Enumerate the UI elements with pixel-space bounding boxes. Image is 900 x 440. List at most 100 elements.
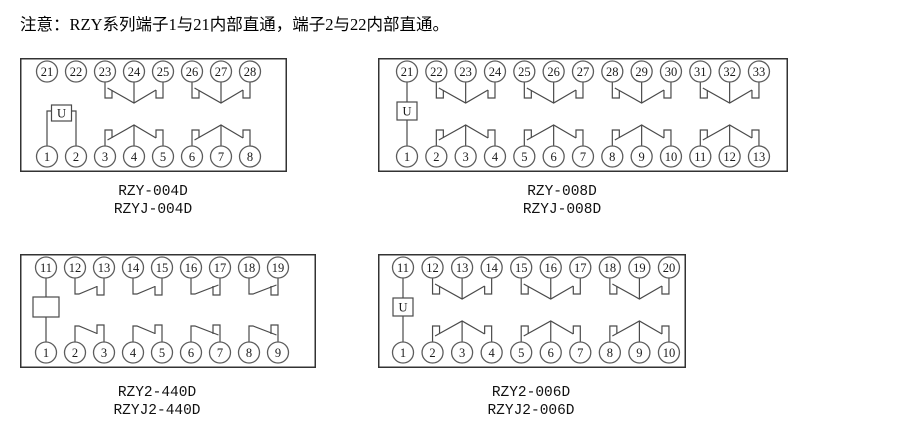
terminal-26: 26 [180,60,204,83]
contact-changeover-8-9-10-fixed-right [663,129,672,146]
terminal-number: 6 [189,150,195,164]
contact-changeover-23-24-25-fixed-right [155,82,164,99]
terminal-circle [539,341,562,364]
model-line: RZY2-440D [117,385,197,401]
contact-changeover-2-3-4-fixed-right [484,325,493,342]
terminal-circle [209,60,233,83]
terminal-number: 7 [218,150,224,164]
terminal-14: 14 [121,256,145,279]
contact-changeover-5-6-7-fixed-right [572,325,581,342]
terminal-3: 3 [450,341,474,364]
terminal-24: 24 [483,60,507,83]
contact-changeover-26-27-28-mover [194,87,244,104]
terminal-circle [34,341,58,364]
terminal-15: 15 [510,256,533,279]
terminal-number: 11 [40,261,52,275]
terminal-circle [93,60,117,83]
terminal-circle [571,60,595,83]
panel-border [378,58,788,172]
terminal-number: 1 [43,346,49,360]
terminal-29: 29 [630,60,653,83]
terminal-9: 9 [630,145,653,168]
contact-changeover-28-29-30-fixed-right [663,82,672,99]
model-line: RZY-004D [118,184,188,200]
terminal-number: 7 [580,150,586,164]
contact-nc-16-17-mover [190,278,219,295]
terminal-11: 11 [34,256,58,279]
terminal-8: 8 [598,341,622,364]
terminal-number: 3 [102,150,108,164]
terminal-circle [513,145,536,168]
contact-changeover-8-9-10-fixed-right [661,325,670,342]
terminal-number: 17 [214,261,227,275]
terminal-circle [539,256,562,279]
terminal-number: 8 [607,346,613,360]
contact-changeover-11-12-13-fixed-right [751,129,760,146]
terminal-number: 28 [606,65,619,79]
terminal-number: 5 [518,346,524,360]
terminal-circle [122,145,146,168]
terminal-circle [92,341,116,364]
contact-no-4-5-fixed [154,324,163,342]
terminal-8: 8 [237,341,261,364]
terminal-number: 3 [101,346,107,360]
terminal-22: 22 [425,60,448,83]
contact-no-14-15-fixed [154,278,163,296]
coil-label: U [402,105,411,119]
contact-changeover-31-32-33-fixed-right [751,82,760,99]
terminal-27: 27 [571,60,595,83]
contact-changeover-15-16-17-mover [523,283,574,300]
model-line: RZYJ-004D [113,202,193,218]
terminal-number: 24 [489,65,502,79]
terminal-number: 27 [215,65,228,79]
terminal-circle [454,60,477,83]
contact-no-14-15-mover [132,278,156,295]
contact-changeover-11-12-13-mover [702,124,753,141]
terminal-5: 5 [513,145,536,168]
contact-no-2-3-mover [74,325,98,342]
terminal-number: 4 [492,150,499,164]
contact-nc-8-9-mover [248,325,277,342]
terminal-3: 3 [92,341,116,364]
terminal-27: 27 [209,60,233,83]
terminal-1: 1 [35,145,59,168]
contact-no-4-5-mover [132,325,156,342]
contact-changeover-31-32-33-mover [702,87,753,104]
terminal-18: 18 [598,256,622,279]
contact-changeover-12-13-14-fixed-right [484,278,493,295]
coil-box [50,104,73,122]
terminal-21: 21 [395,60,419,83]
terminal-circle [63,341,87,364]
contact-changeover-5-6-7-fixed-left [520,325,529,342]
model-label-rzy-008d: RZY-008D RZYJ-008D [492,183,632,219]
terminal-circle [237,341,261,364]
coil-box [396,101,418,121]
terminal-6: 6 [179,341,203,364]
contact-changeover-22-23-24-fixed-left [435,82,444,99]
terminal-circle [659,60,683,83]
terminal-circle [151,145,175,168]
terminal-number: 2 [429,346,435,360]
terminal-circle [569,256,592,279]
terminal-11: 11 [689,145,712,168]
panel-border [378,254,686,368]
contact-changeover-2-3-4-fixed-left [431,325,441,342]
panel-border [20,254,316,368]
contact-changeover-25-26-27-fixed-right [575,82,584,99]
terminal-number: 8 [246,346,252,360]
terminal-circle [151,60,175,83]
contact-changeover-25-26-27-mover [526,87,577,104]
contact-nc-6-7-mover [190,325,219,342]
contact-changeover-3-4-5-fixed-right [155,129,164,146]
terminal-circle [450,256,474,279]
terminal-number: 2 [73,150,79,164]
terminal-circle [601,145,624,168]
terminal-18: 18 [237,256,261,279]
terminal-circle [237,256,261,279]
terminal-circle [64,60,88,83]
terminal-31: 31 [689,60,712,83]
terminal-number: 6 [551,150,557,164]
terminal-26: 26 [542,60,565,83]
